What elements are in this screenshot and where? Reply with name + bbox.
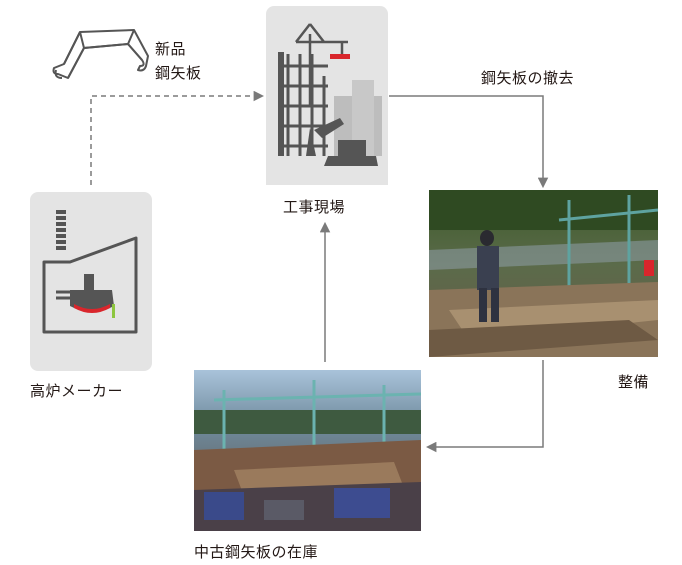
blast-furnace-maker-panel	[30, 192, 152, 371]
sheet-pile-icon	[50, 26, 150, 88]
blast-furnace-maker-label: 高炉メーカー	[30, 382, 124, 400]
maintenance-label: 整備	[618, 373, 650, 391]
construction-site-panel	[266, 6, 388, 185]
removal-label: 鋼矢板の撤去	[481, 69, 575, 87]
blast-furnace-factory-icon	[42, 210, 138, 334]
arrow-site-to-maintenance	[389, 95, 549, 189]
construction-site-label: 工事現場	[283, 198, 346, 216]
new-sheet-pile-label-line1: 新品	[155, 40, 187, 58]
construction-site-icon	[266, 23, 388, 185]
used-stock-label: 中古鋼矢板の在庫	[194, 543, 319, 561]
maintenance-photo	[429, 190, 658, 357]
arrow-maintenance-to-stock	[425, 360, 544, 453]
new-sheet-pile-label-line2: 鋼矢板	[155, 64, 202, 82]
arrow-factory-to-site	[90, 90, 265, 185]
used-stock-photo	[194, 370, 421, 531]
